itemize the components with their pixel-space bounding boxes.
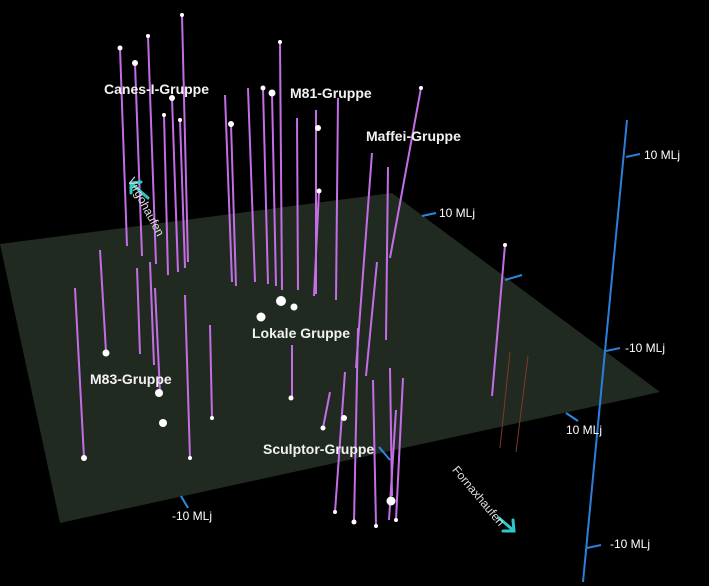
- tick-label-plane-back: 10 MLj: [439, 206, 476, 220]
- plane-ticks: [180, 212, 579, 509]
- vertical-axis: [582, 119, 641, 583]
- reference-plane: [0, 193, 660, 523]
- tick-label-axis-mid: -10 MLj: [625, 341, 666, 355]
- tick-label-plane-right: 10 MLj: [566, 423, 603, 437]
- galaxy-stems: [74, 14, 506, 526]
- label-maffei-group: Maffei-Gruppe: [366, 128, 461, 144]
- tick-label-axis-bottom: -10 MLj: [610, 537, 651, 551]
- below-plane-stems: [499, 351, 529, 453]
- tick-label-axis-top: 10 MLj: [644, 148, 681, 162]
- galaxy-points: [81, 13, 507, 528]
- label-sculptor-group: Sculptor-Gruppe: [263, 441, 375, 457]
- tick-label-plane-front: -10 MLj: [172, 509, 213, 523]
- label-canes-i-group: Canes-I-Gruppe: [104, 81, 210, 97]
- label-m81-group: M81-Gruppe: [290, 85, 372, 101]
- virgo-arrow: [129, 180, 150, 200]
- fornax-arrow: [497, 516, 516, 533]
- label-m83-group: M83-Gruppe: [90, 371, 172, 387]
- label-local-group: Lokale Gruppe: [252, 325, 351, 341]
